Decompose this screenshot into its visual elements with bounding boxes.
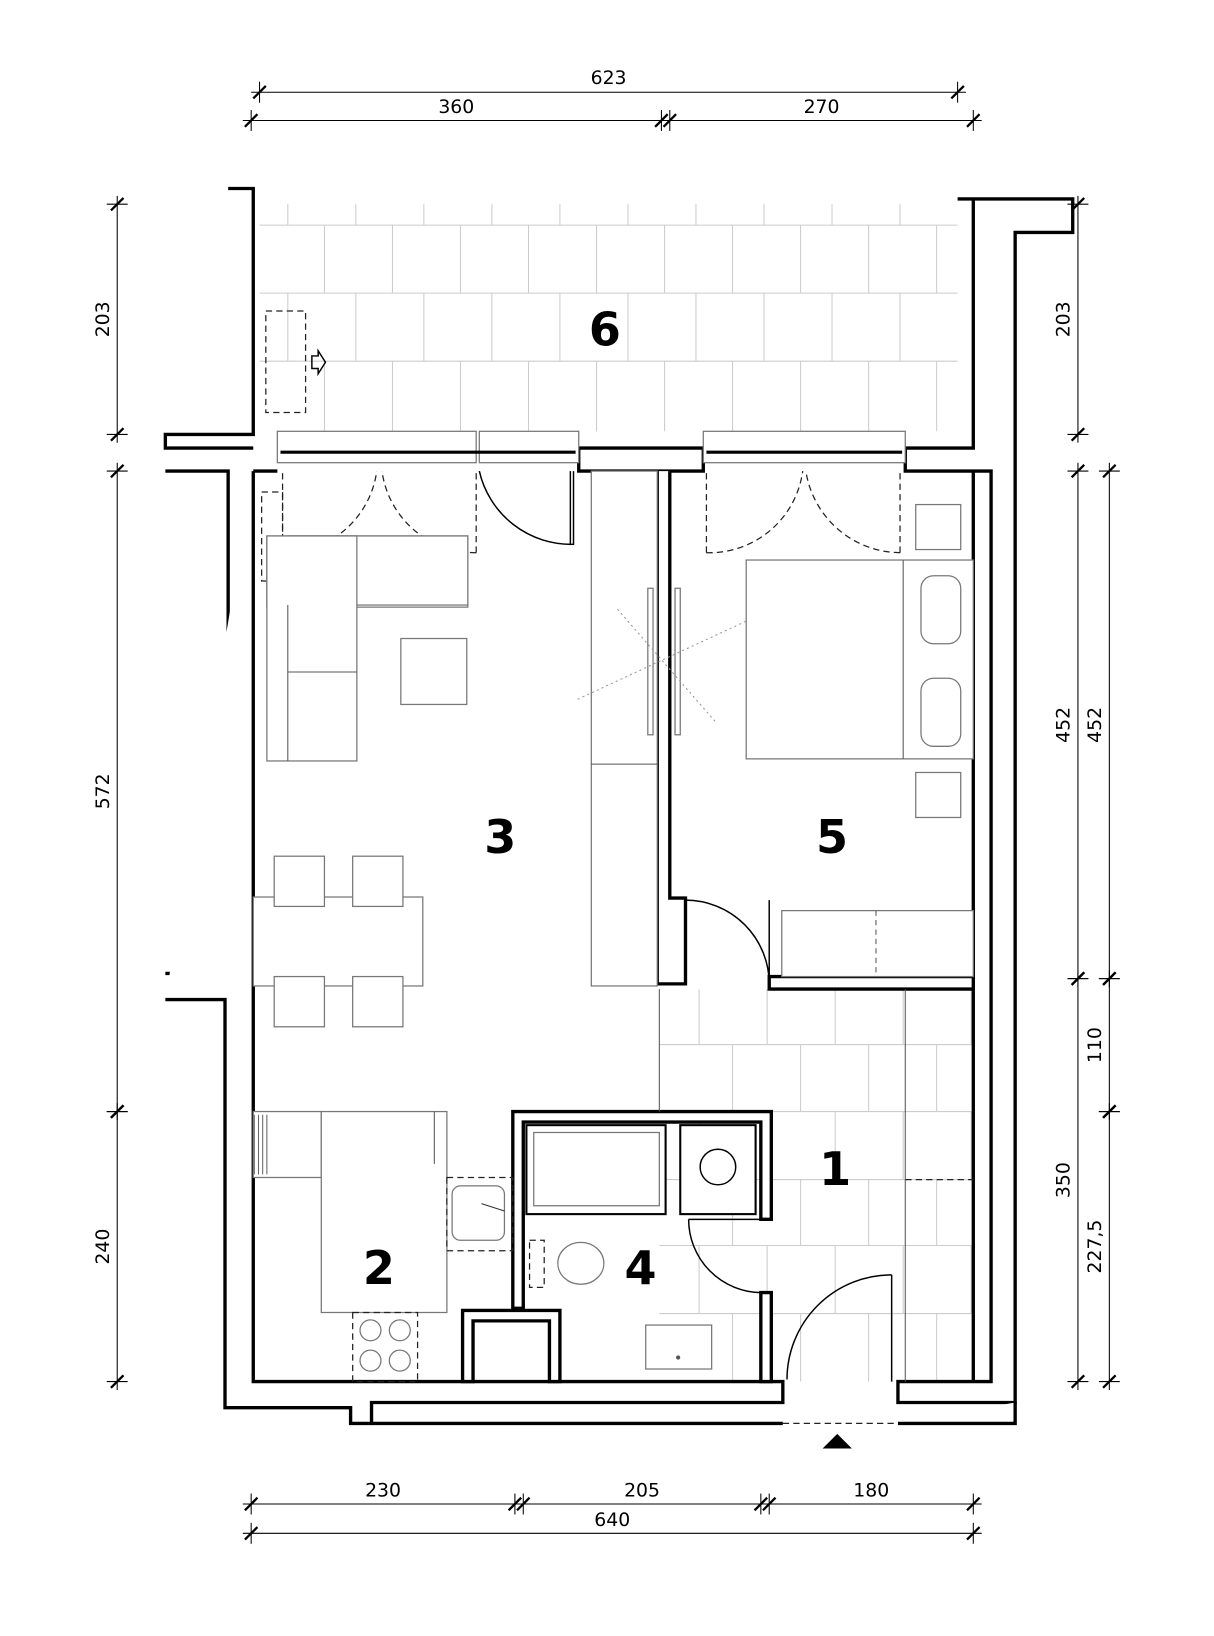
- dimension-label: 227,5: [1085, 1220, 1106, 1274]
- dimension-label: 270: [804, 97, 840, 118]
- window-living-left: [276, 430, 477, 464]
- walls: [163, 186, 1075, 1426]
- furniture: [252, 310, 974, 1383]
- chair: [273, 975, 326, 1028]
- window-living-right: [478, 430, 580, 464]
- burner-icon: [359, 1349, 382, 1372]
- dimension-label: 203: [1054, 301, 1075, 337]
- sliding-door: [674, 587, 681, 736]
- room-number-3: 3: [484, 810, 516, 864]
- coffee-table: [400, 637, 468, 706]
- dimension-label: 452: [1085, 707, 1106, 743]
- room-number-1: 1: [819, 1142, 851, 1196]
- burner-icon: [359, 1319, 382, 1342]
- partition-5-hall: [767, 974, 975, 991]
- dimension-label: 623: [591, 68, 627, 89]
- washing-machine: [679, 1124, 757, 1216]
- dimension-label: 203: [93, 301, 114, 337]
- wardrobe: [590, 470, 658, 987]
- chair: [273, 855, 326, 908]
- dimension-label: 230: [365, 1481, 401, 1502]
- kitchen-cabinet: [460, 1308, 562, 1384]
- chair: [352, 975, 404, 1028]
- entrance-door: [786, 1274, 893, 1382]
- washing-machine-drum-icon: [699, 1148, 737, 1186]
- burner-icon: [388, 1319, 411, 1342]
- bottom-outer-line: [371, 1402, 1017, 1426]
- room-number-6: 6: [589, 302, 621, 356]
- sofa-chaise: [266, 535, 358, 762]
- pillow: [920, 677, 962, 747]
- dimension-label: 205: [624, 1481, 660, 1502]
- nightstand: [915, 503, 962, 551]
- burner-icon: [388, 1349, 411, 1372]
- sink-cabinet: [446, 1176, 514, 1252]
- dimension-label: 572: [93, 773, 114, 809]
- dimension-label: 180: [853, 1481, 889, 1502]
- dimension-label: 350: [1054, 1162, 1075, 1198]
- pillow: [920, 575, 962, 645]
- balcony-tiles: [259, 204, 958, 432]
- bedroom-window-door: [705, 470, 901, 554]
- shower-tray: [533, 1131, 660, 1207]
- room-labels: 6 3 5 1 2 4: [363, 302, 851, 1295]
- dimension-label: 452: [1054, 707, 1075, 743]
- kitchen-sink-icon: [451, 1185, 506, 1241]
- dimension-label: 360: [438, 97, 474, 118]
- bathroom-door: [687, 1218, 761, 1294]
- living-door: [478, 470, 575, 546]
- windows: [276, 430, 906, 464]
- entrance-arrow-icon: [822, 1433, 852, 1449]
- bathroom-walls: [511, 1109, 773, 1384]
- room-number-2: 2: [363, 1241, 395, 1295]
- kitchen-island: [320, 1110, 448, 1314]
- balcony-radiator: [265, 310, 307, 414]
- balcony-arrow-icon: [311, 348, 327, 377]
- window-bedroom: [702, 430, 906, 464]
- balcony-door-swing-right: [381, 470, 477, 554]
- balcony-left-wall: [163, 186, 255, 450]
- nightstand: [915, 771, 962, 819]
- kitchen-counter: [252, 1110, 322, 1179]
- sliding-door: [647, 587, 654, 736]
- room-number-4: 4: [624, 1241, 656, 1295]
- room-number-5: 5: [816, 810, 848, 864]
- toilet-icon: [557, 1241, 605, 1285]
- dimension-label: 110: [1085, 1027, 1106, 1063]
- chair: [352, 855, 404, 908]
- dimension-label: 240: [93, 1229, 114, 1265]
- partition-3-5: [655, 471, 688, 986]
- washbasin-icon: [645, 1324, 713, 1370]
- bedroom-desk: [781, 909, 974, 978]
- toilet-tank: [528, 1239, 545, 1289]
- bedroom-door: [685, 899, 770, 984]
- dimension-label: 640: [594, 1510, 630, 1531]
- dining-table: [252, 896, 424, 987]
- stove: [352, 1311, 419, 1383]
- top-wall-segments: [253, 446, 705, 473]
